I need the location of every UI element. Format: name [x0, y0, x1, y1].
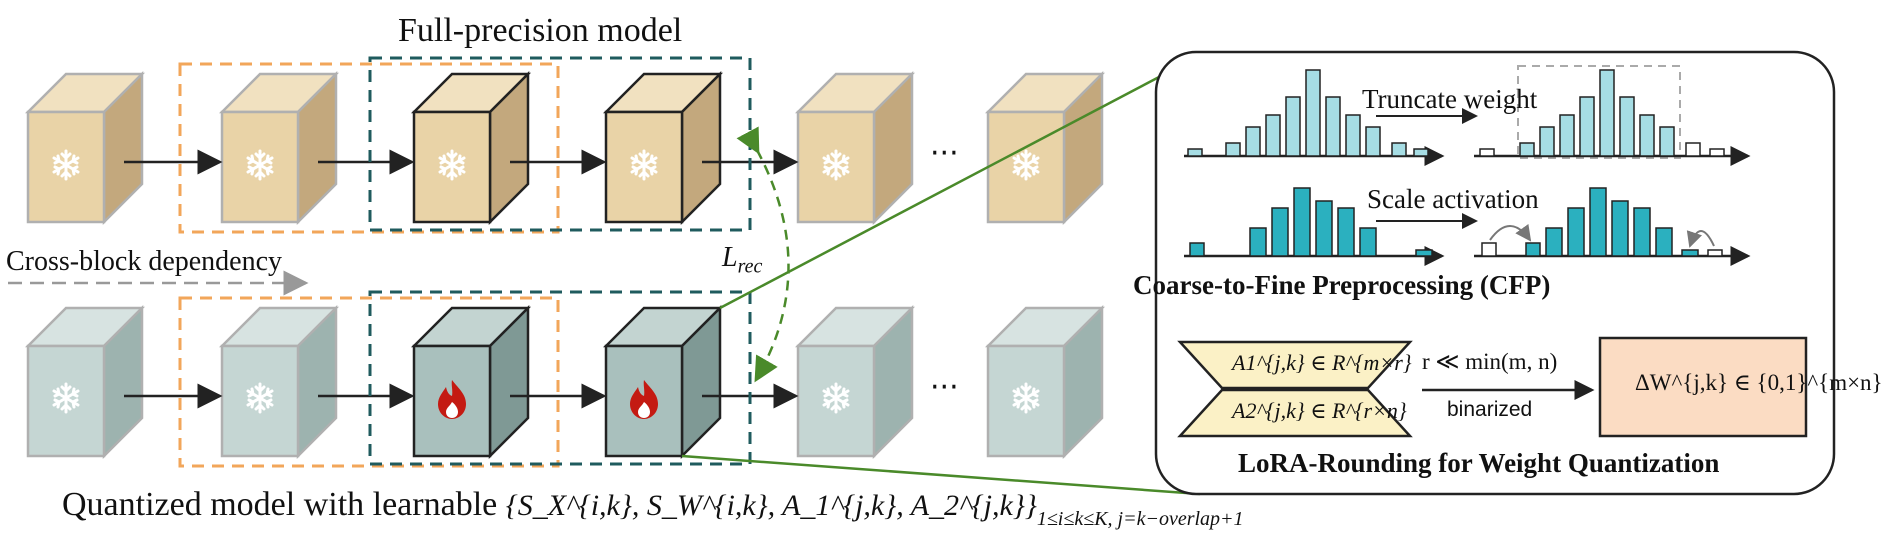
method-diagram [8, 50, 1836, 496]
delta-w-label: ΔW^{j,k} ∈ {0,1}^{m×n} [1635, 370, 1883, 395]
quant-title-text: Quantized model with learnable [62, 486, 498, 523]
orange-window-top [178, 62, 560, 234]
binarized-label: binarized [1447, 398, 1533, 421]
a2-label: A2^{j,k} ∈ R^{r×n} [1232, 398, 1407, 423]
q-block-1 [24, 304, 146, 460]
activation-histogram-original [1184, 187, 1445, 266]
lora-matrices [1177, 340, 1413, 438]
activation-histogram-scaled [1474, 187, 1751, 266]
weight-histogram-original [1184, 69, 1445, 166]
fp-block-6 [984, 70, 1106, 226]
learnable-params-set: {S_X^{i,k}, S_W^{i,k}, A_1^{j,k}, A_2^{j… [505, 489, 1037, 522]
lrec-arrow [736, 126, 790, 383]
quant-model-title: Quantized model with learnable {S_X^{i,k… [62, 486, 1244, 531]
fp-block-2 [218, 70, 340, 226]
a1-label: A1^{j,k} ∈ R^{m×r} [1232, 350, 1412, 375]
loss-label: Lrec [722, 242, 762, 279]
scale-label: Scale activation [1367, 184, 1539, 214]
q-block-4 [602, 304, 724, 460]
rank-condition: r ≪ min(m, n) [1422, 349, 1558, 374]
q-block-2 [218, 304, 340, 460]
fp-block-5 [794, 70, 916, 226]
quant-row [24, 304, 1106, 460]
delta-w-box [1598, 336, 1808, 438]
fp-model-title: Full-precision model [398, 12, 683, 49]
lora-title: LoRA-Rounding for Weight Quantization [1238, 448, 1720, 478]
loss-symbol: L [722, 242, 738, 273]
connector-line-bottom [681, 454, 1201, 496]
q-block-6 [984, 304, 1106, 460]
fp-row [24, 70, 1106, 226]
weight-histogram-truncated [1474, 65, 1751, 166]
fp-block-1 [24, 70, 146, 226]
learnable-params-subscript: 1≤i≤k≤K, j=k−overlap+1 [1036, 508, 1244, 530]
ellipsis-bottom: ··· [930, 370, 959, 405]
connector-line-top [719, 64, 1181, 310]
truncate-label: Truncate weight [1362, 84, 1538, 114]
cross-block-label: Cross-block dependency [6, 246, 283, 277]
loss-subscript: rec [737, 255, 763, 278]
orange-window-bottom [178, 296, 560, 468]
cfp-title: Coarse-to-Fine Preprocessing (CFP) [1133, 270, 1551, 300]
q-block-3 [410, 304, 532, 460]
fp-block-4 [602, 70, 724, 226]
ellipsis-top: ··· [930, 136, 959, 171]
q-block-5 [794, 304, 916, 460]
fp-block-3 [410, 70, 532, 226]
